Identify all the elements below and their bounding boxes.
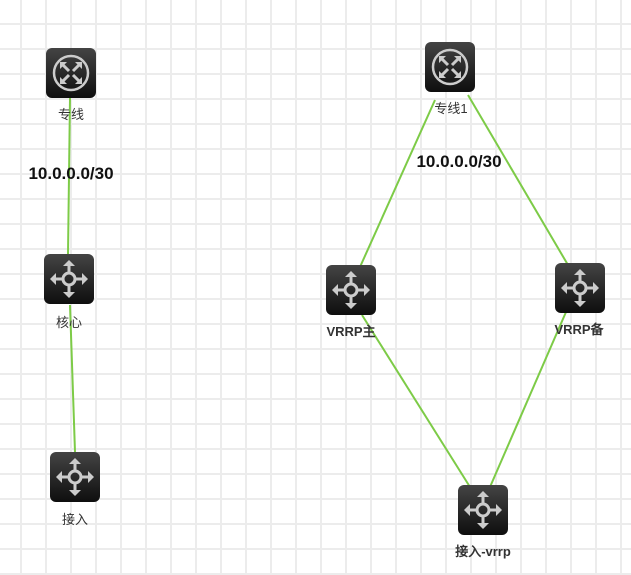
node-label: 接入 [61, 512, 89, 527]
link-label: 10.0.0.0/30 [28, 164, 114, 183]
switch-icon [56, 458, 94, 496]
node-label: 专线1 [434, 101, 468, 116]
switch-node-vb[interactable] [555, 263, 605, 313]
node-label: 专线 [57, 107, 85, 122]
node-label: VRRP备 [554, 322, 604, 337]
switch-icon [332, 271, 370, 309]
node-label: VRRP主 [326, 324, 376, 339]
link-zx1-vb[interactable] [467, 94, 569, 266]
link-zx1-vm[interactable] [359, 99, 436, 268]
switch-icon [561, 269, 599, 307]
switch-node-jv[interactable] [458, 485, 508, 535]
link-label: 10.0.0.0/30 [416, 152, 502, 171]
router-node-zx1[interactable] [425, 42, 475, 92]
link-zx-hx[interactable] [67, 97, 71, 256]
link-vb-jv[interactable] [489, 311, 567, 488]
node-label: 接入-vrrp [455, 544, 511, 559]
router-icon [431, 48, 469, 86]
switch-node-hx[interactable] [44, 254, 94, 304]
node-label: 核心 [55, 315, 83, 330]
router-icon [52, 54, 90, 92]
link-hx-jr[interactable] [69, 304, 76, 453]
link-vm-jv[interactable] [361, 314, 471, 488]
switch-node-jr[interactable] [50, 452, 100, 502]
switch-node-vm[interactable] [326, 265, 376, 315]
router-node-zx[interactable] [46, 48, 96, 98]
switch-icon [50, 260, 88, 298]
switch-icon [464, 491, 502, 529]
